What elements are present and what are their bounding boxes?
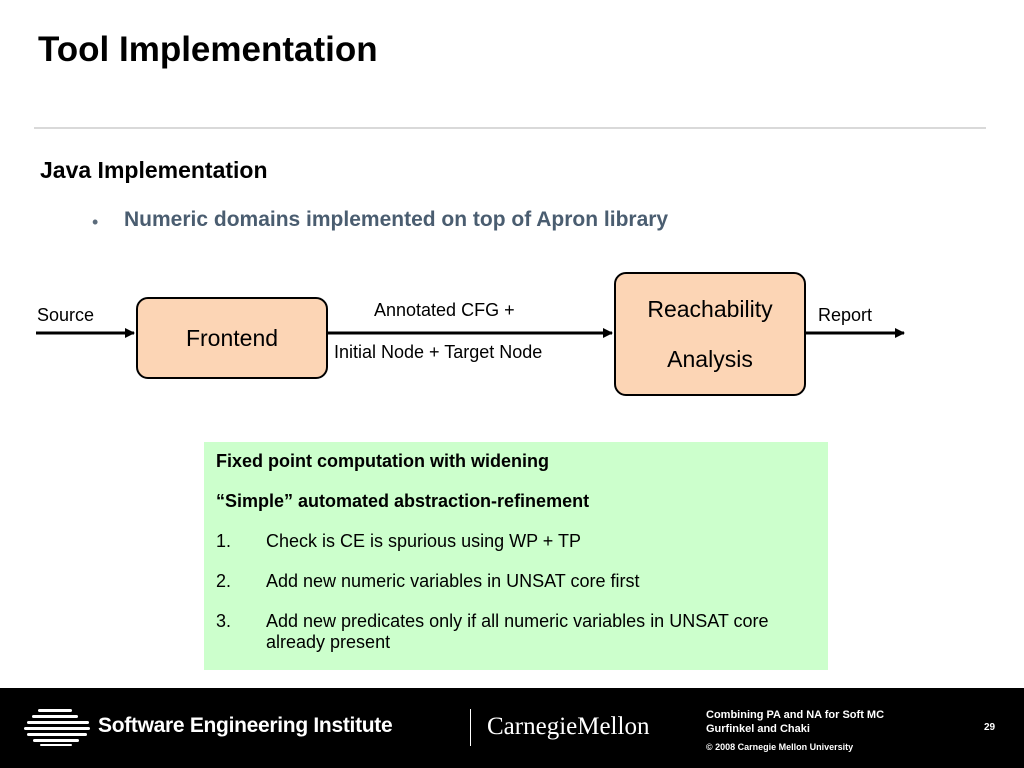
footer-copyright: © 2008 Carnegie Mellon University [706,742,854,752]
reachability-analysis-box: Reachability Analysis [614,272,806,396]
page-number: 29 [984,722,996,733]
edge-label-line1: Annotated CFG + [374,300,515,320]
note-heading-refinement: “Simple” automated abstraction-refinemen… [216,491,590,511]
note-heading-widening: Fixed point computation with widening [216,451,549,471]
sei-globe-logo-icon [24,709,90,746]
list-item-number: 3. [216,611,232,631]
cmu-wordmark: CarnegieMellon [487,713,650,740]
list-item-number: 1. [216,531,232,551]
list-item: 1. Check is CE is spurious using WP + TP [216,531,816,552]
sei-wordmark: Software Engineering Institute [98,714,393,737]
list-item-text: Check is CE is spurious using WP + TP [266,531,581,551]
list-item: 2. Add new numeric variables in UNSAT co… [216,571,816,592]
list-item: 3. Add new predicates only if all numeri… [216,611,816,653]
frontend-label: Frontend [185,324,279,351]
slide-title: Tool Implementation [38,30,378,69]
footer-talk-info: Combining PA and NA for Soft MC Gurfinke… [706,708,884,736]
footer-bar [0,688,1024,768]
reachability-label-line1: Reachability [647,296,773,322]
edge-label-line2: Initial Node + Target Node [334,342,543,362]
refinement-note-box: Fixed point computation with widening “S… [204,442,828,670]
slide-subtitle: Java Implementation [40,157,268,183]
title-divider [34,127,986,129]
footer-authors: Gurfinkel and Chaki [706,723,810,735]
bullet-text: Numeric domains implemented on top of Ap… [124,208,669,231]
footer-divider [470,709,471,746]
list-item-number: 2. [216,571,232,591]
source-label: Source [37,305,95,325]
footer-talk-title: Combining PA and NA for Soft MC [706,709,885,721]
list-item-text: Add new predicates only if all numeric v… [266,611,769,652]
flow-arrows [36,328,905,338]
frontend-box: Frontend [136,297,328,379]
bullet-icon: • [92,212,99,232]
report-label: Report [818,305,873,325]
reachability-label-line2: Analysis [667,346,753,372]
list-item-text: Add new numeric variables in UNSAT core … [266,571,640,591]
